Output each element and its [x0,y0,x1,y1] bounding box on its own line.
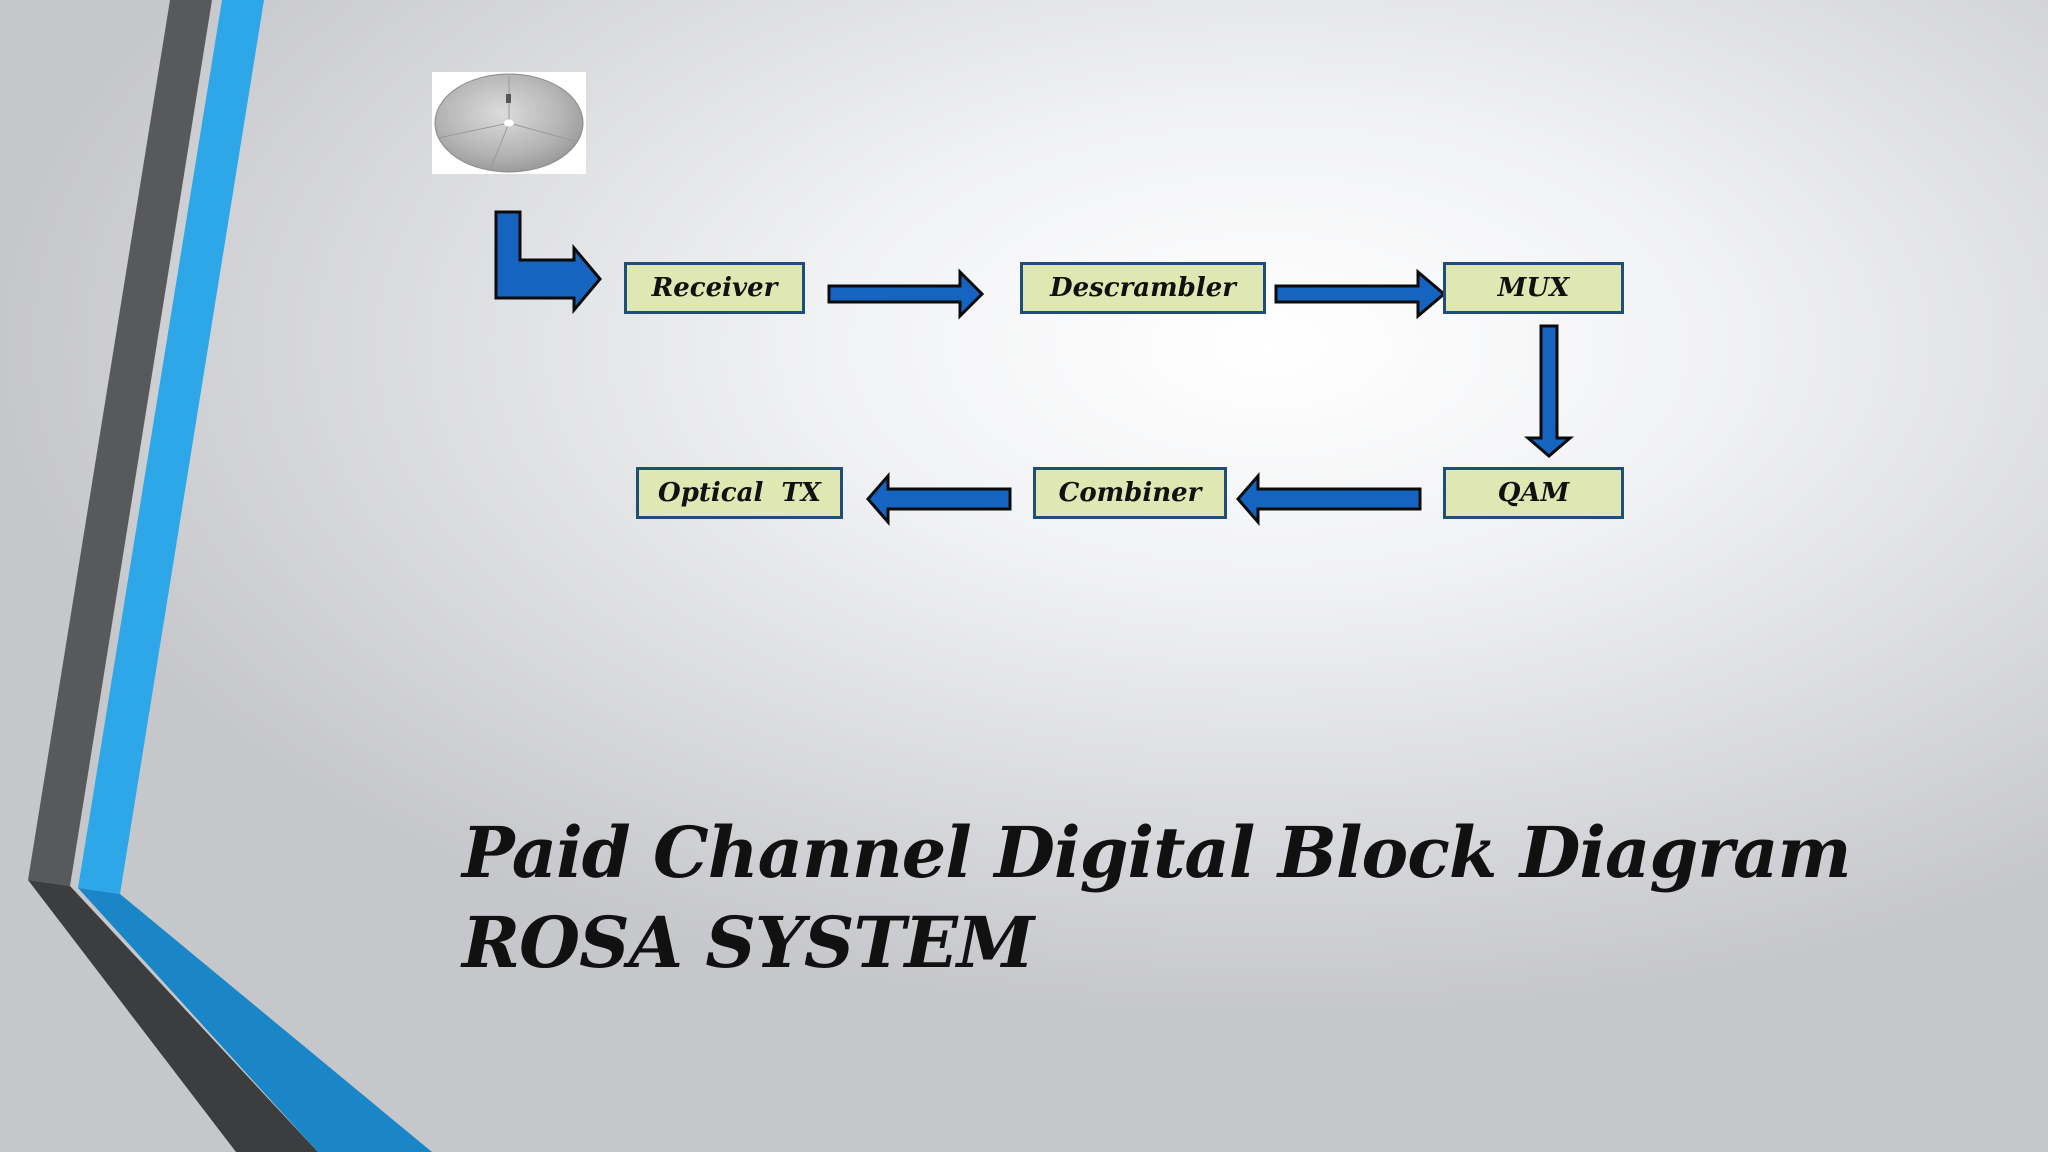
combiner-block: Combiner [1033,467,1227,519]
dark-stripe-upper [28,0,212,886]
dish-to-receiver-arrow [494,210,602,315]
mux-block: MUX [1443,262,1624,314]
qam-label: QAM [1497,478,1570,508]
satellite-dish-image [432,72,586,174]
mux-label: MUX [1497,273,1570,303]
blue-stripe-upper [78,0,264,894]
optical-tx-block: Optical TX [636,467,843,519]
slide-title-line1: Paid Channel Digital Block Diagram [462,811,1852,894]
slide-title-line2: ROSA SYSTEM [462,901,1034,984]
descrambler-label: Descrambler [1050,273,1236,303]
dark-stripe-lower [28,880,318,1152]
combiner-to-optical-arrow [866,471,1012,527]
receiver-label: Receiver [651,273,778,303]
descrambler-block: Descrambler [1020,262,1266,314]
qam-to-combiner-arrow [1236,471,1422,527]
blue-stripe-lower [78,888,432,1152]
mux-to-qam-arrow [1523,324,1575,458]
combiner-label: Combiner [1058,478,1202,508]
slide-title: Paid Channel Digital Block Diagram ROSA … [462,808,1852,988]
optical-tx-label: Optical TX [658,478,821,508]
qam-block: QAM [1443,467,1624,519]
descrambler-to-mux-arrow [1274,268,1447,320]
receiver-to-descrambler-arrow [827,268,985,320]
receiver-block: Receiver [624,262,805,314]
